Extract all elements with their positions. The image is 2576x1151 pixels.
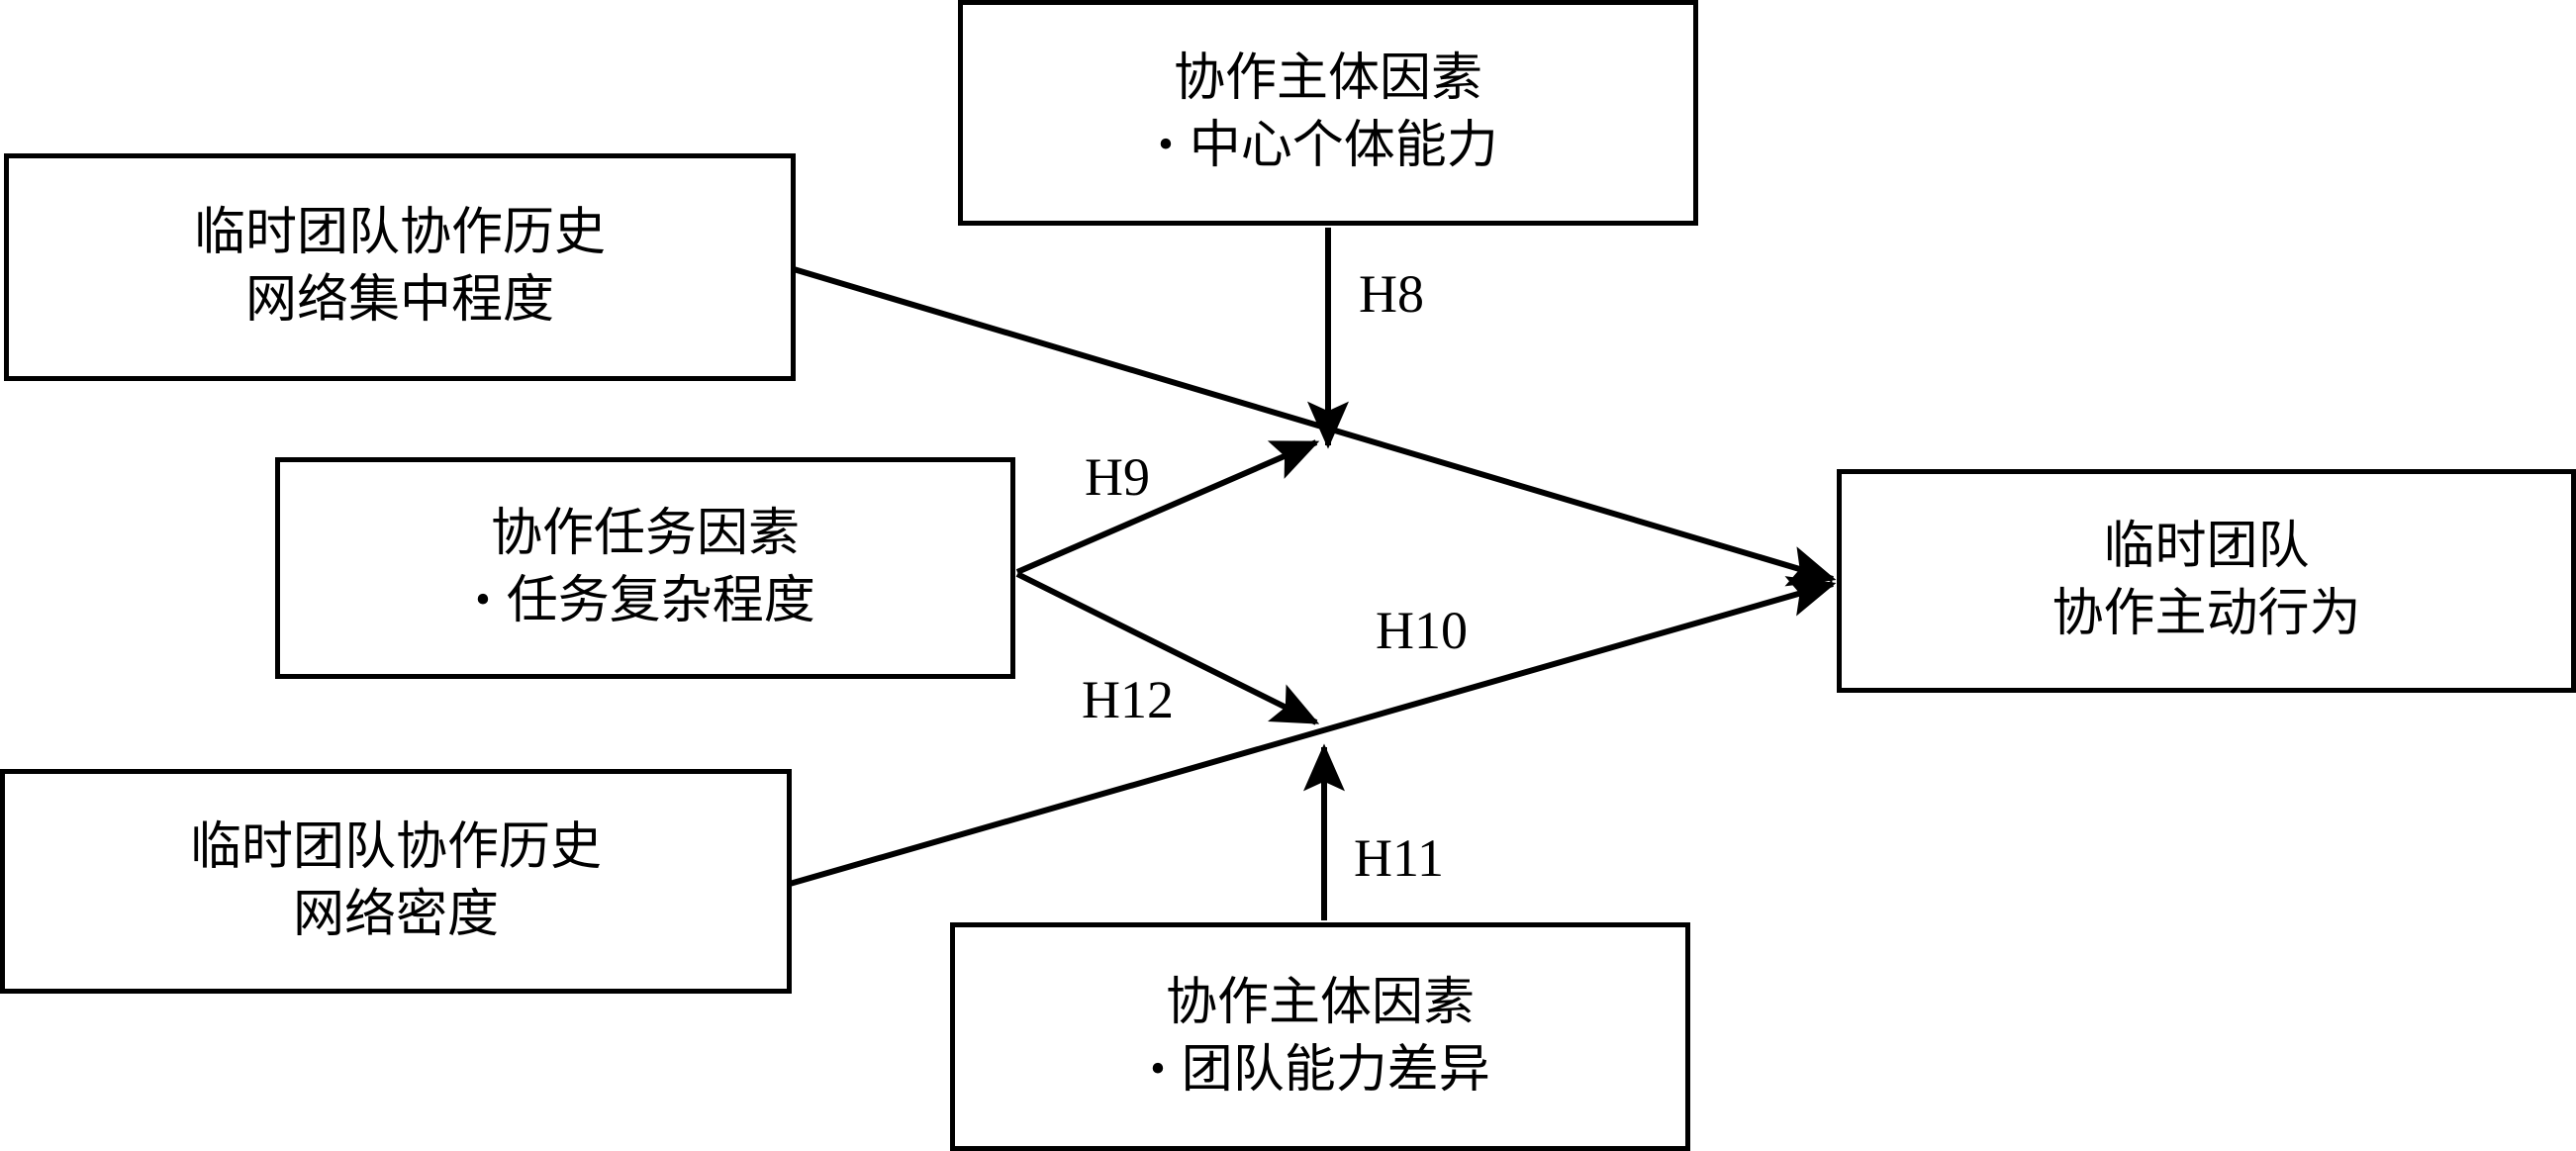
edge-label-h11: H11	[1354, 828, 1444, 888]
edge-label-h10: H10	[1376, 601, 1468, 660]
node-title: 协作主体因素	[1173, 50, 1482, 108]
node-outcome[interactable]: 临时团队 协作主动行为	[1837, 469, 2576, 693]
node-title: 协作任务因素	[490, 506, 800, 563]
node-title: 协作主体因素	[1165, 974, 1475, 1031]
node-subtitle: 网络集中程度	[244, 272, 554, 329]
node-title: 临时团队协作历史	[193, 205, 606, 262]
edge-h9	[1015, 439, 1320, 575]
node-history-centralization[interactable]: 临时团队协作历史 网络集中程度	[4, 153, 796, 381]
node-subtitle: 任务复杂程度	[475, 568, 815, 635]
node-subject-central-ability[interactable]: 协作主体因素 中心个体能力	[958, 0, 1698, 226]
node-subtitle: 中心个体能力	[1158, 113, 1498, 180]
edge-label-h12: H12	[1082, 670, 1174, 729]
edge-label-h8: H8	[1359, 264, 1424, 324]
node-subtitle: 协作主动行为	[2051, 586, 2361, 642]
node-history-density[interactable]: 临时团队协作历史 网络密度	[0, 769, 792, 994]
edge-h12	[1015, 571, 1320, 725]
node-title: 临时团队	[2103, 519, 2310, 576]
edge-label-h9: H9	[1085, 447, 1150, 507]
node-subject-ability-diff[interactable]: 协作主体因素 团队能力差异	[950, 922, 1690, 1151]
node-title: 临时团队协作历史	[189, 818, 602, 876]
edge-history-density-to-outcome	[789, 576, 1837, 887]
node-task-factor[interactable]: 协作任务因素 任务复杂程度	[275, 457, 1015, 679]
node-subtitle: 团队能力差异	[1150, 1037, 1490, 1104]
node-subtitle: 网络密度	[292, 886, 499, 943]
